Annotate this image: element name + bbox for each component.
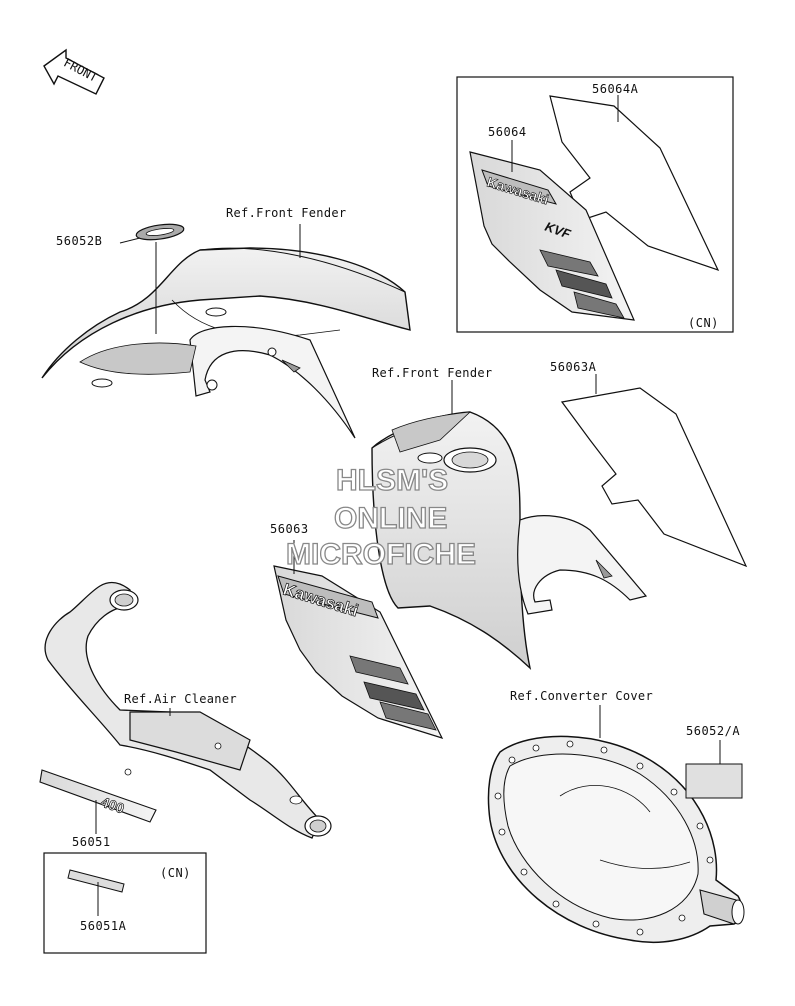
- part-number-56064A[interactable]: 56064A: [592, 82, 639, 96]
- decal-56063A-shape: [560, 387, 748, 568]
- part-number-56051A[interactable]: 56051A: [80, 919, 127, 933]
- leader-56052B-a: [119, 237, 141, 244]
- part-number-56063[interactable]: 56063: [270, 522, 309, 536]
- decal-56051-shape: 400: [39, 769, 157, 823]
- watermark-line-2: ONLINE: [333, 501, 448, 535]
- emblem-56052B: [135, 223, 185, 241]
- part-number-56064[interactable]: 56064: [488, 125, 527, 139]
- decal-56064-shape: Kawasaki KVF: [469, 151, 635, 321]
- cover-bolts: [494, 740, 714, 936]
- label-56052A-shape: [685, 763, 743, 799]
- cn-tag-1: (CN): [688, 316, 719, 330]
- part-number-56063A[interactable]: 56063A: [550, 360, 597, 374]
- decal-56051A-shape: [67, 869, 125, 893]
- decal-engine-size-text: 400: [99, 794, 126, 817]
- front-fender-upper: [41, 247, 411, 439]
- air-cleaner-duct: [44, 581, 332, 839]
- cn-decal-box: [456, 76, 734, 333]
- part-number-56051[interactable]: 56051: [72, 835, 111, 849]
- watermark-line-3: MICROFICHE: [285, 537, 476, 571]
- decal-56063-shape: Kawasaki: [273, 565, 444, 739]
- ref-front-fender-1: Ref.Front Fender: [226, 206, 347, 220]
- front-arrow-icon: FRONT: [43, 48, 105, 95]
- ref-air-cleaner: Ref.Air Cleaner: [124, 692, 237, 706]
- ref-front-fender-2: Ref.Front Fender: [372, 366, 493, 380]
- ref-converter-cover: Ref.Converter Cover: [510, 689, 653, 703]
- watermark-line-1: HLSM'S: [335, 463, 449, 497]
- converter-cover: [487, 735, 745, 944]
- front-fender-middle: [371, 411, 648, 671]
- part-number-56052B[interactable]: 56052B: [56, 234, 103, 248]
- cn-decal-box-small: [43, 852, 207, 954]
- cn-tag-2: (CN): [160, 866, 191, 880]
- decal-56064A-shape: [549, 95, 720, 272]
- part-number-56052A[interactable]: 56052/A: [686, 724, 741, 738]
